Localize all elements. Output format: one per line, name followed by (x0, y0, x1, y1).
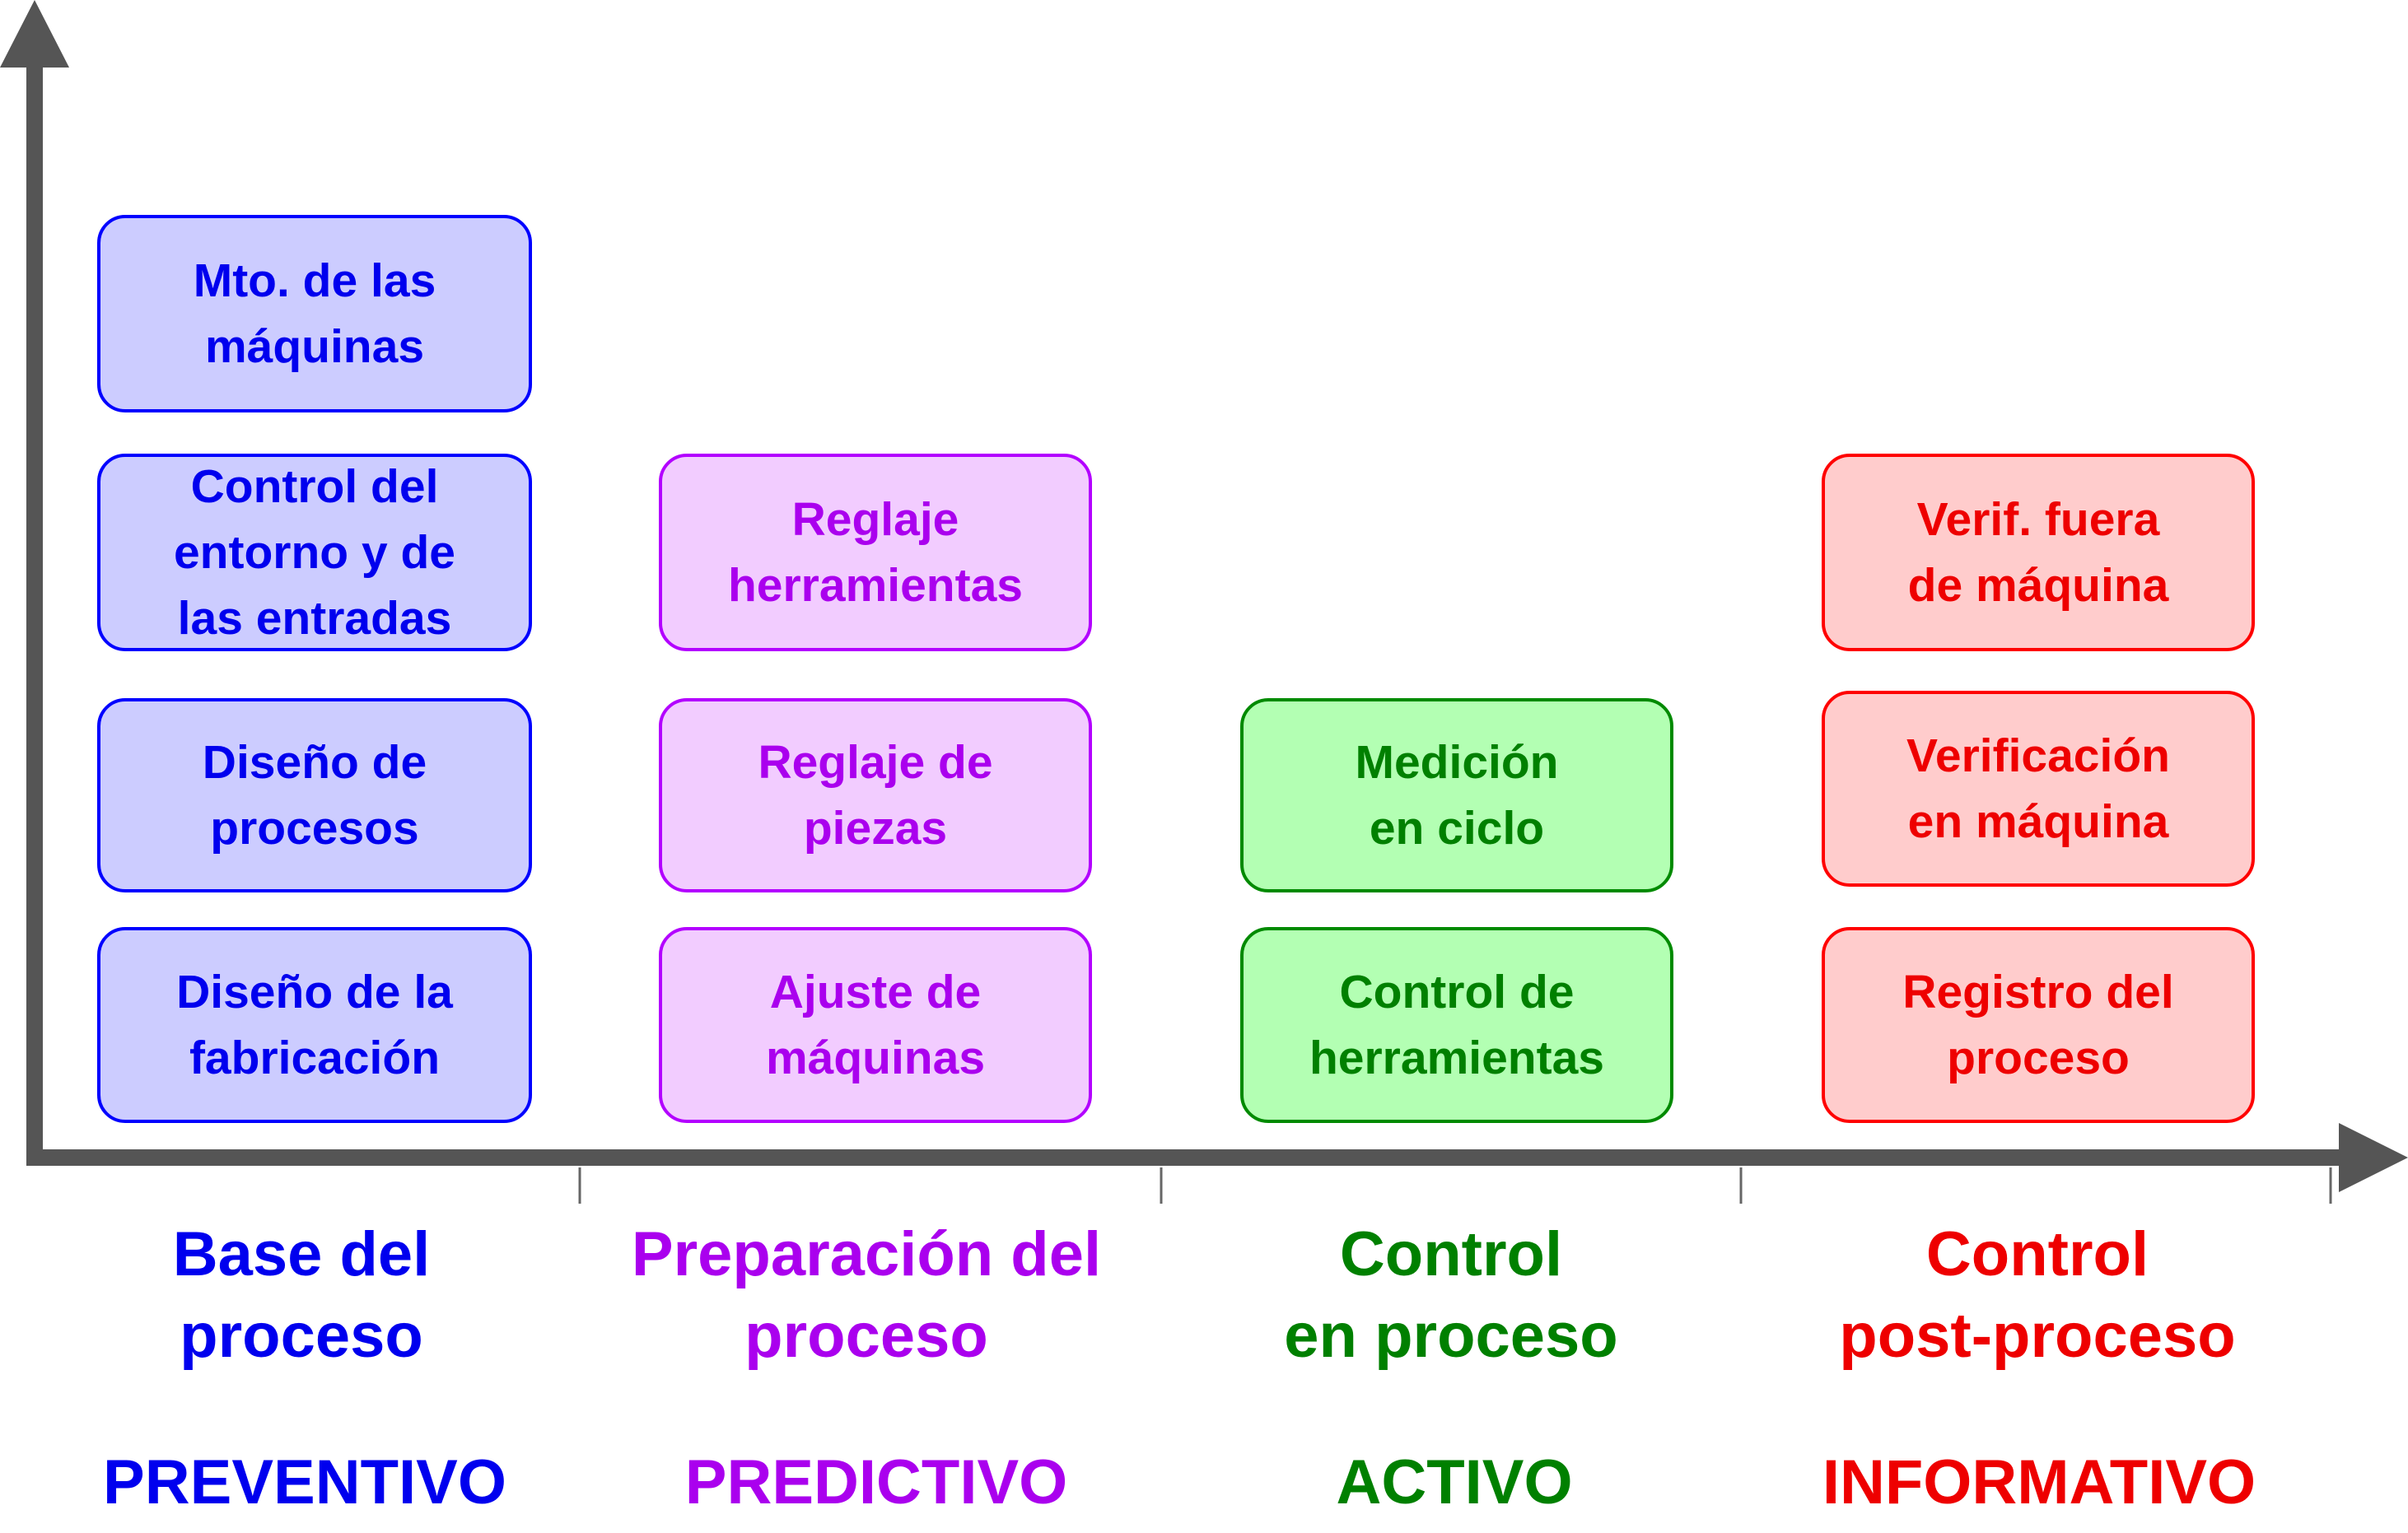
box-diseno-procesos: Diseño de procesos (97, 698, 532, 892)
category-control-en-proceso: Control en proceso (1284, 1219, 1618, 1371)
tag-informativo: INFORMATIVO (1822, 1447, 2256, 1517)
category-base-proceso: Base del proceso (172, 1219, 431, 1371)
tag-preventivo: PREVENTIVO (103, 1447, 506, 1517)
box-verif-fuera-maquina: Verif. fuera de máquina (1822, 454, 2255, 651)
box-control-herramientas: Control de herramientas (1240, 927, 1673, 1123)
category-control-post-proceso: Control post-proceso (1839, 1219, 2236, 1371)
box-control-entorno: Control del entorno y de las entradas (97, 454, 532, 651)
tag-predictivo: PREDICTIVO (684, 1447, 1068, 1517)
box-ajuste-maquinas: Ajuste de máquinas (659, 927, 1092, 1123)
box-registro-proceso: Registro del proceso (1822, 927, 2255, 1123)
box-diseno-fabricacion: Diseño de la fabricación (97, 927, 532, 1123)
x-axis-arrowhead (2339, 1123, 2408, 1192)
box-medicion-ciclo: Medición en ciclo (1240, 698, 1673, 892)
box-verificacion-maquina: Verificación en máquina (1822, 691, 2255, 887)
box-reglaje-piezas: Reglaje de piezas (659, 698, 1092, 892)
box-mto-maquinas: Mto. de las máquinas (97, 215, 532, 412)
category-preparacion-proceso: Preparación del proceso (631, 1219, 1102, 1371)
box-reglaje-herramientas: Reglaje herramientas (659, 454, 1092, 651)
y-axis-arrowhead (0, 0, 69, 68)
tag-activo: ACTIVO (1336, 1447, 1573, 1517)
